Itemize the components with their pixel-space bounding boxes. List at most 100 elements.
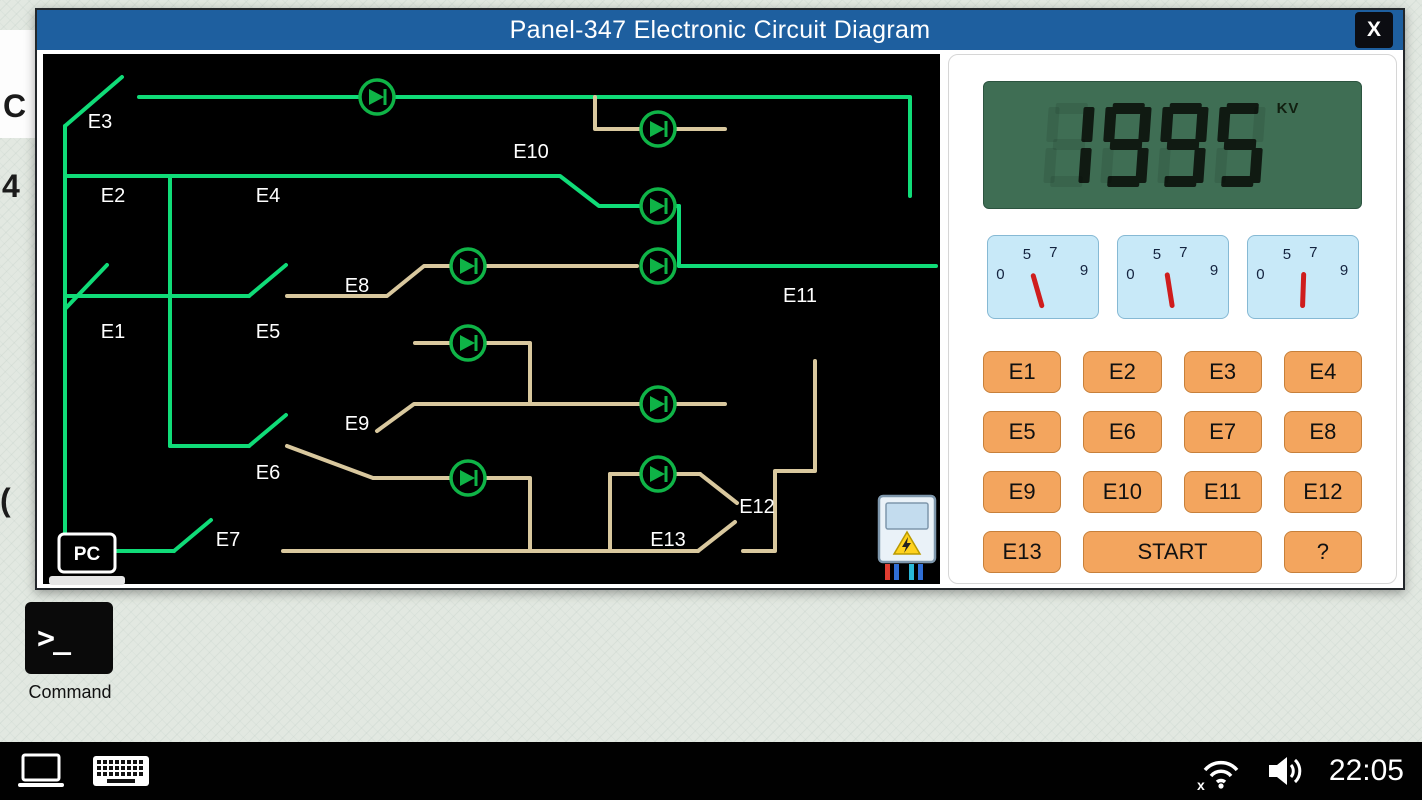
diode-icon [358,78,396,116]
diode-icon [449,247,487,285]
gauge-tick: 7 [1309,244,1318,262]
panel-button-e8[interactable]: E8 [1283,411,1362,453]
panel-button-e13[interactable]: E13 [983,531,1062,573]
volume-icon[interactable] [1265,753,1307,789]
wire-label-e11: E11 [783,285,817,307]
wire-label-e5: E5 [256,321,280,343]
diode-icon [639,110,677,148]
switch-e1-blade [63,263,109,311]
electrical-box-icon [877,494,937,580]
panel-button-e2[interactable]: E2 [1083,351,1162,393]
background-window-fragment [0,30,35,138]
wires-active [63,75,938,553]
wire-label-e4: E4 [256,185,280,207]
diode-icon [639,385,677,423]
panel-button-e1[interactable]: E1 [983,351,1062,393]
svg-text:x: x [1197,777,1205,791]
pc-icon: PC [49,532,125,585]
gauge-tick: 0 [996,265,1005,283]
panel-button-start[interactable]: START [1083,531,1262,573]
gauge-tick: 9 [1079,262,1089,280]
diode-icon [449,459,487,497]
gauge-tick: 9 [1339,262,1349,280]
switch-e5-blade [247,263,288,298]
wire-label-e8: E8 [345,275,369,297]
panel-button-e7[interactable]: E7 [1183,411,1262,453]
keyboard-icon[interactable] [92,752,150,790]
diode-icon [639,247,677,285]
panel-button-e5[interactable]: E5 [983,411,1062,453]
gauge-tick: 5 [1282,245,1292,263]
wire-label-e6: E6 [256,462,280,484]
panel-button-help[interactable]: ? [1283,531,1362,573]
panel-button-e11[interactable]: E11 [1183,471,1262,513]
wire-label-e9: E9 [345,413,369,435]
titlebar: Panel-347 Electronic Circuit Diagram X [37,10,1403,50]
panel-button-e12[interactable]: E12 [1283,471,1362,513]
display-unit: KV [1276,100,1300,117]
wires-inactive [281,95,817,553]
gauge-tick: 9 [1209,262,1219,280]
command-desktop-icon[interactable]: >_ Command [25,602,115,703]
taskbar-status-area: x 22:05 [1197,751,1404,791]
gauge-tick: 5 [1022,245,1032,263]
switch-e13-blade [696,520,737,553]
laptop-icon[interactable] [18,752,64,790]
panel-button-e6[interactable]: E6 [1083,411,1162,453]
taskbar: x 22:05 [0,742,1422,800]
command-icon-label: Command [28,682,112,702]
switch-e7-blade [172,518,213,553]
switch-e6-blade [247,413,288,448]
background-glyph-fragment: ( [0,482,11,518]
diode-icon [639,455,677,493]
background-glyph-fragment: C [3,88,27,124]
gauge-tick: 0 [1256,265,1265,283]
panel-button-e10[interactable]: E10 [1083,471,1162,513]
gauge-tick: 0 [1126,265,1135,283]
seven-segment-digit [1099,103,1152,187]
close-button[interactable]: X [1355,12,1393,48]
terminal-icon[interactable]: >_ [25,602,113,674]
pc-label: PC [74,544,101,565]
seven-segment-digit [1042,103,1095,187]
wire-label-e7: E7 [216,529,240,551]
wire-label-e3: E3 [88,111,112,133]
panel-button-e4[interactable]: E4 [1283,351,1362,393]
panel-button-e9[interactable]: E9 [983,471,1062,513]
switch-e12-blade [698,472,739,505]
panel-button-e3[interactable]: E3 [1183,351,1262,393]
diode-icon [449,324,487,362]
wire-label-e13: E13 [650,529,686,551]
circuit-app-window: Panel-347 Electronic Circuit Diagram X [35,8,1405,590]
diode-icon [639,187,677,225]
gauge-needle [1164,272,1175,309]
voltage-display: KV [983,81,1362,209]
switch-e3-blade [63,75,124,128]
wire-label-e2: E2 [101,185,125,207]
taskbar-left [18,752,150,790]
wire-label-e10: E10 [513,141,549,163]
wire-label-e1: E1 [101,321,125,343]
seven-segment-digit [1213,103,1266,187]
gauge-needle [1300,271,1307,309]
gauge-needle [1030,272,1045,309]
gauge-tick: 7 [1049,244,1058,262]
wifi-disconnected-icon[interactable]: x [1197,751,1243,791]
gauge-tick: 5 [1152,245,1162,263]
window-title: Panel-347 Electronic Circuit Diagram [509,15,931,44]
wire-label-e12: E12 [739,496,775,518]
background-glyph-fragment: 4 [2,168,20,204]
terminal-glyph: >_ [37,620,71,656]
seven-segment-digit [1156,103,1209,187]
taskbar-clock: 22:05 [1328,754,1404,787]
seven-segment-value [1042,103,1266,187]
